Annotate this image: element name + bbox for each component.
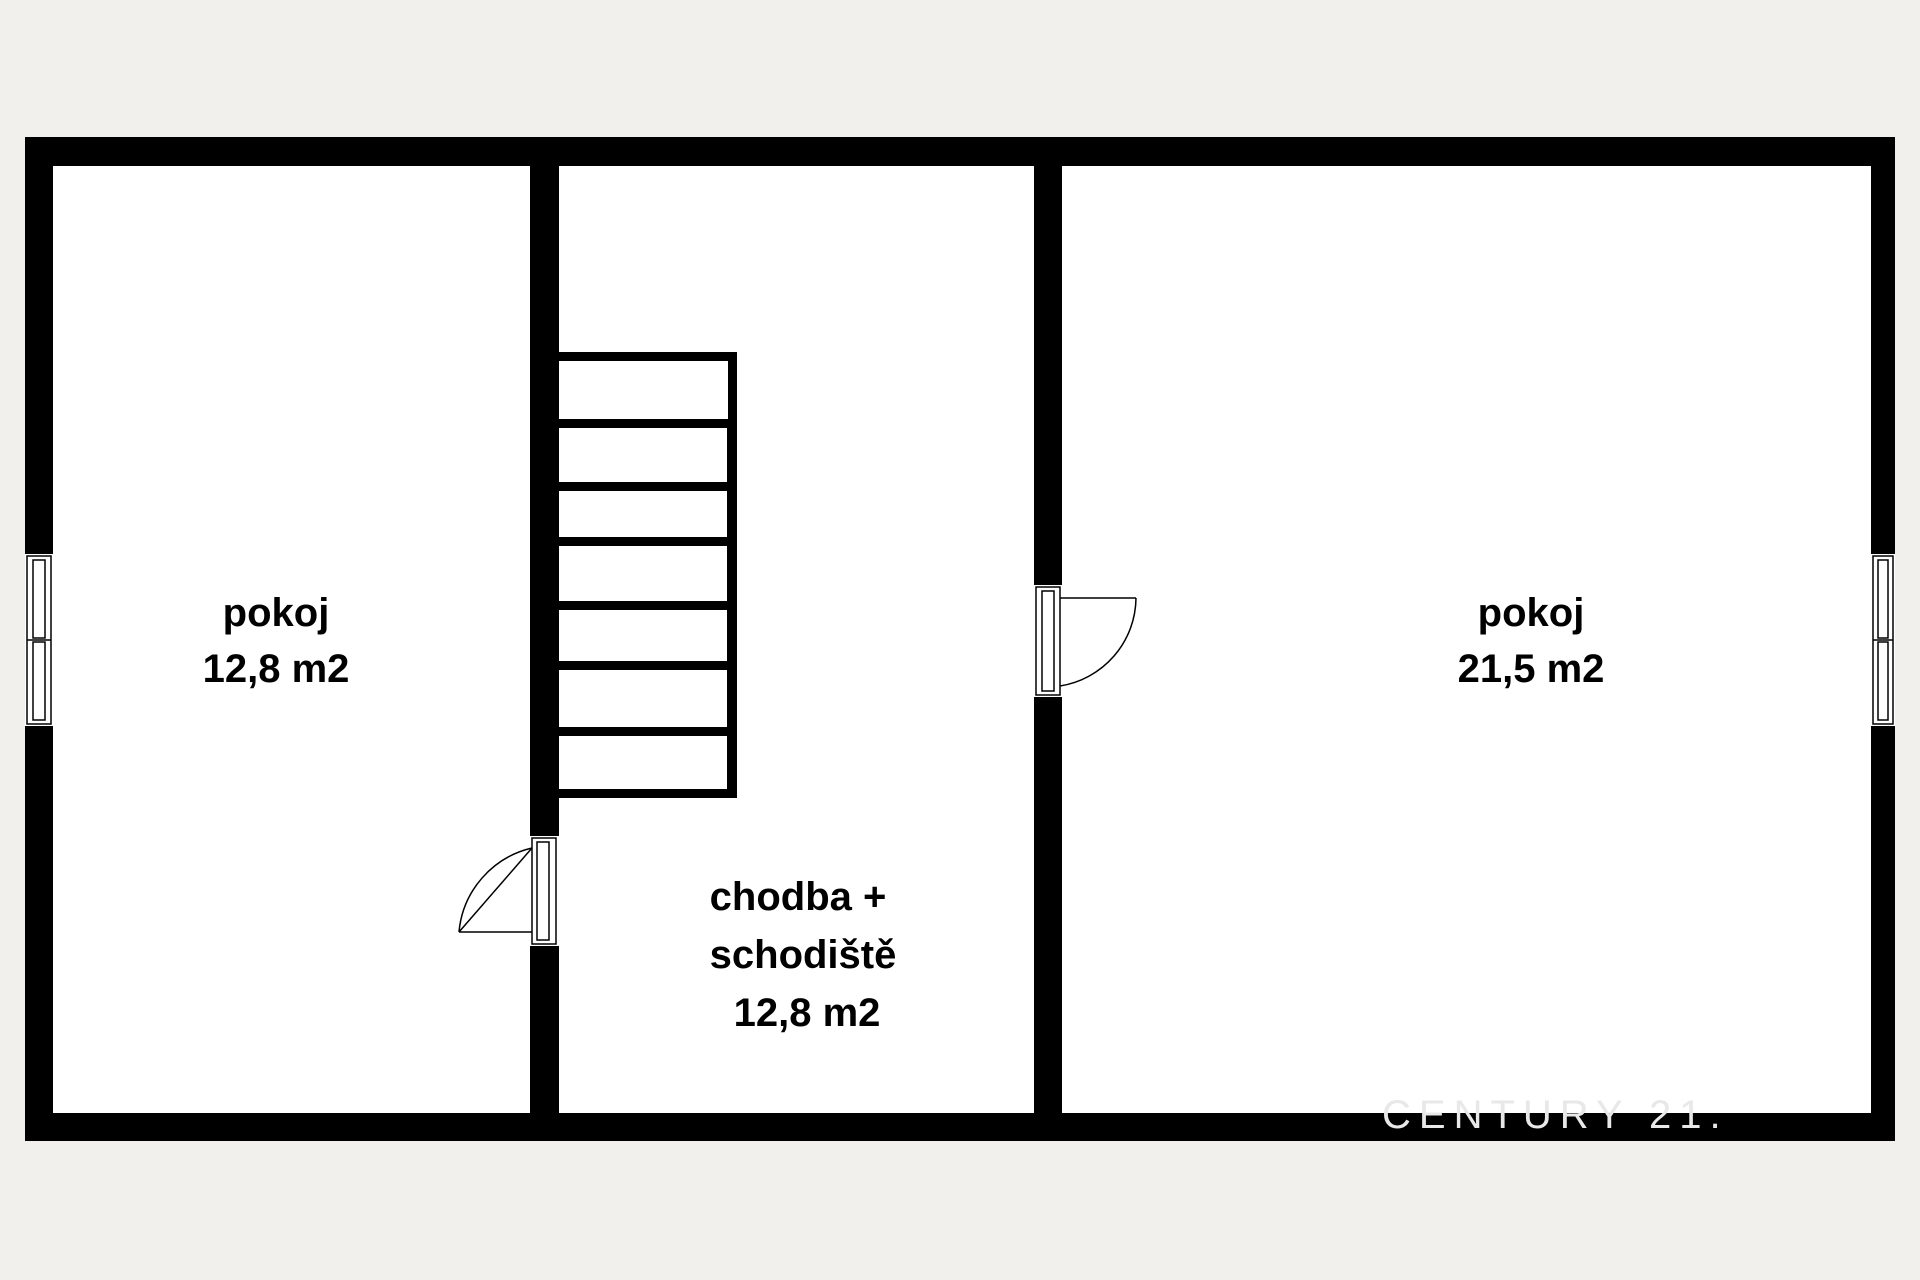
door-gap-left <box>530 836 559 946</box>
window-icon <box>26 555 52 725</box>
room-right-name: pokoj <box>1478 591 1585 635</box>
door-icon <box>1035 586 1137 696</box>
floor-room-left <box>53 166 530 1113</box>
door-gap-right <box>1034 585 1062 697</box>
room-right-area: 21,5 m2 <box>1458 647 1605 691</box>
floor-room-right <box>1062 166 1871 1113</box>
staircase-icon <box>559 352 737 798</box>
room-hall-name-line2: schodiště <box>710 933 897 977</box>
watermark-text: CENTURY 21. <box>1382 1093 1729 1137</box>
room-hall-area: 12,8 m2 <box>734 991 881 1035</box>
room-left-area: 12,8 m2 <box>203 647 350 691</box>
room-hall-name-line1: chodba + <box>710 875 887 919</box>
window-icon <box>1872 555 1894 725</box>
door-icon <box>458 837 557 945</box>
room-left-name: pokoj <box>223 591 330 635</box>
